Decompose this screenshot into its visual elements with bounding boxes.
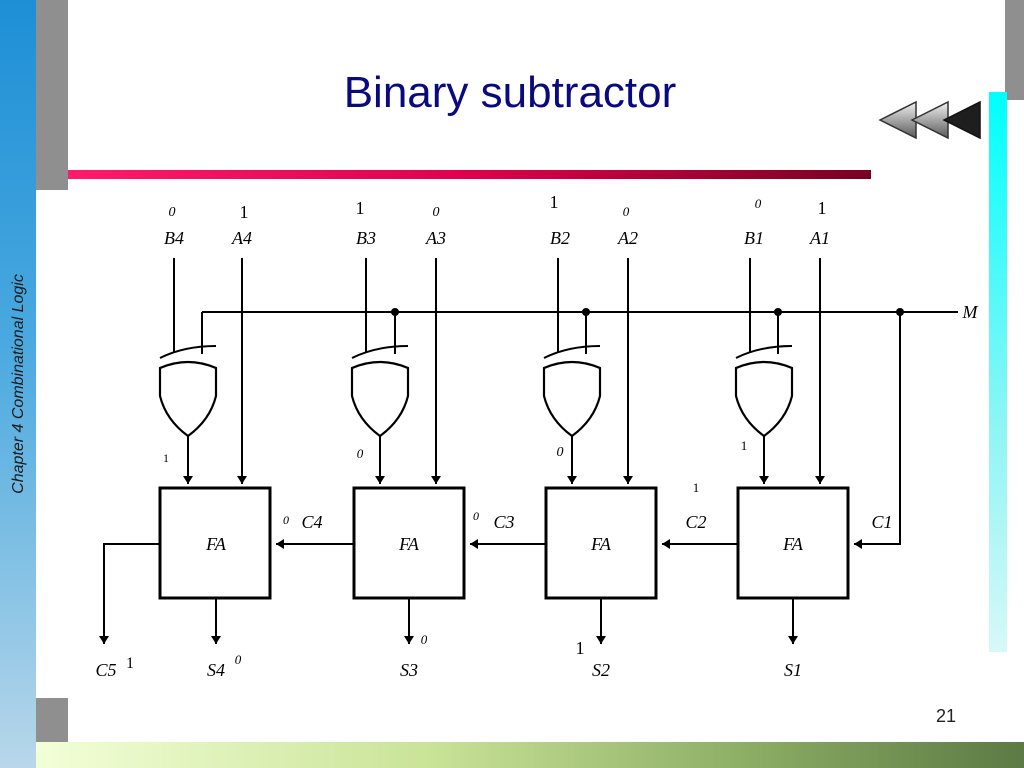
sum-label: S3 [400, 660, 418, 680]
carry-out-label: C5 [95, 660, 116, 680]
sum-value: 1 [576, 638, 585, 658]
stage-4: 0 1 B4 A4 FA S4 0 1 [158, 202, 272, 680]
left-gray-block-top [36, 0, 68, 190]
chapter-label: Chapter 4 Combinational Logic [2, 0, 36, 768]
a-label: A4 [231, 228, 252, 248]
sum-label: S2 [592, 660, 610, 680]
full-adder-block [158, 486, 272, 600]
sum-label: S4 [207, 660, 225, 680]
stage-2: 1 0 B2 A2 FA S2 1 0 [542, 192, 658, 680]
a-label: A1 [809, 228, 830, 248]
b-value: 0 [169, 205, 176, 220]
sum-value: 0 [235, 652, 242, 667]
a-label: A3 [425, 228, 446, 248]
slide-title: Binary subtractor [343, 68, 677, 117]
carry-label: C1 [871, 512, 892, 532]
full-adder-label: FA [782, 534, 804, 554]
b-value: 1 [550, 192, 559, 212]
nav-back-icon[interactable] [942, 100, 981, 140]
b-value: 1 [356, 198, 365, 218]
a-value: 1 [818, 198, 827, 218]
full-adder-block [736, 486, 850, 600]
bottom-accent-bar [36, 742, 1024, 768]
carry-value: 0 [283, 513, 289, 527]
binary-subtractor-diagram: 0 1 B4 A4 FA S4 0 1 1 0 B3 A3 FA S3 0 0 … [95, 192, 979, 680]
b-value: 0 [755, 196, 762, 211]
stage-1: 0 1 B1 A1 FA S1 1 [734, 196, 850, 680]
carry-chain: C1 C2 1 C3 0 C4 0 C5 1 [95, 312, 901, 680]
right-accent-bar [989, 92, 1007, 652]
chapter-label-text: Chapter 4 Combinational Logic [10, 274, 27, 494]
nav-arrows[interactable] [876, 100, 986, 140]
full-adder-block [544, 486, 658, 600]
left-accent-bar [0, 0, 36, 768]
a-value: 1 [240, 202, 249, 222]
xor-output-value: 1 [163, 451, 169, 465]
xor-output-value: 1 [741, 438, 748, 453]
b-label: B2 [550, 228, 570, 248]
page-number: 21 [936, 706, 957, 726]
a-value: 0 [623, 204, 630, 219]
full-adder-label: FA [590, 534, 612, 554]
full-adder-label: FA [398, 534, 420, 554]
left-gray-block-bottom [36, 698, 68, 742]
b-label: B3 [356, 228, 376, 248]
a-value: 0 [433, 205, 440, 220]
carry-out-value: 1 [126, 655, 134, 672]
sum-value: 0 [421, 632, 428, 647]
a-label: A2 [617, 228, 638, 248]
sum-label: S1 [784, 660, 802, 680]
carry-label: C2 [685, 512, 706, 532]
right-gray-block [1005, 0, 1024, 100]
full-adder-label: FA [205, 534, 227, 554]
xor-output-value: 0 [557, 445, 564, 460]
xor-output-value: 0 [357, 446, 364, 461]
carry-label: C4 [301, 512, 322, 532]
carry-label: C3 [493, 512, 514, 532]
carry-value: 1 [693, 480, 700, 495]
carry-value: 0 [473, 509, 479, 523]
b-label: B1 [744, 228, 764, 248]
control-label: M [962, 302, 979, 322]
title-underline [68, 170, 871, 179]
b-label: B4 [164, 228, 184, 248]
stage-3: 1 0 B3 A3 FA S3 0 0 [350, 198, 466, 680]
